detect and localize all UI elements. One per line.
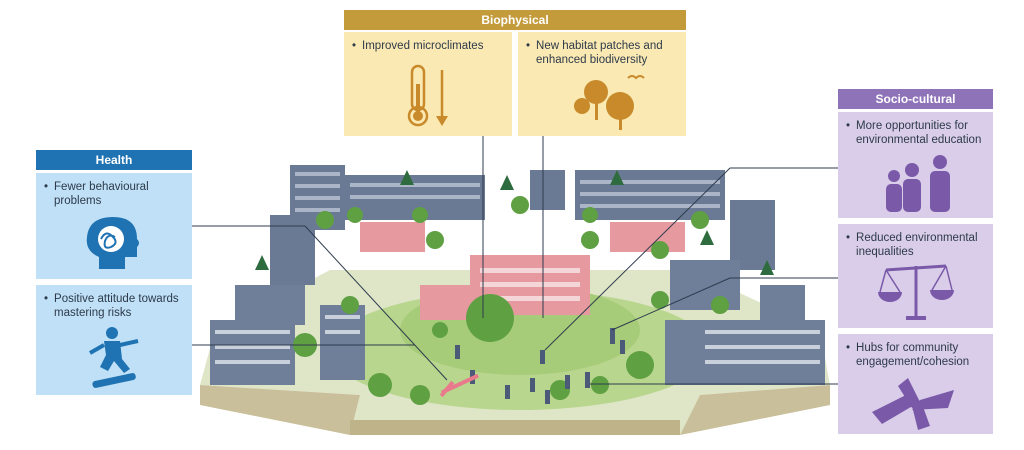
- sociocultural-card-community: •Hubs for community engagement/cohesion: [838, 334, 993, 434]
- health-card-risks: •Positive attitude towards mastering ris…: [36, 285, 192, 395]
- biodiversity-text: New habitat patches and enhanced biodive…: [536, 40, 663, 66]
- biophysical-header: Biophysical: [344, 10, 686, 30]
- inequalities-text: Reduced environmental inequalities: [856, 232, 978, 258]
- thermometer-icon: [407, 64, 448, 127]
- sociocultural-card-education: •More opportunities for environmental ed…: [838, 112, 993, 218]
- microclimates-text: Improved microclimates: [362, 40, 484, 52]
- health-card-behaviour: •Fewer behavioural problems: [36, 173, 192, 279]
- sociocultural-header: Socio-cultural: [838, 89, 993, 109]
- tangled-head-icon: [86, 217, 139, 269]
- education-text: More opportunities for environmental edu…: [856, 120, 982, 146]
- biophysical-card-microclimates: •Improved microclimates: [344, 32, 512, 136]
- sociocultural-card-inequalities: •Reduced environmental inequalities: [838, 224, 993, 328]
- community-text: Hubs for community engagement/cohesion: [856, 342, 970, 368]
- teacher-students-icon: [886, 155, 950, 212]
- risks-text: Positive attitude towards mastering risk…: [54, 293, 179, 319]
- biophysical-card-biodiversity: •New habitat patches and enhanced biodiv…: [518, 32, 686, 136]
- skateboarder-icon: [89, 327, 139, 388]
- behaviour-text: Fewer behavioural problems: [54, 181, 149, 207]
- trees-birds-icon: [574, 75, 645, 130]
- balance-scale-icon: [878, 264, 954, 320]
- joined-hands-icon: [872, 378, 954, 430]
- health-header: Health: [36, 150, 192, 170]
